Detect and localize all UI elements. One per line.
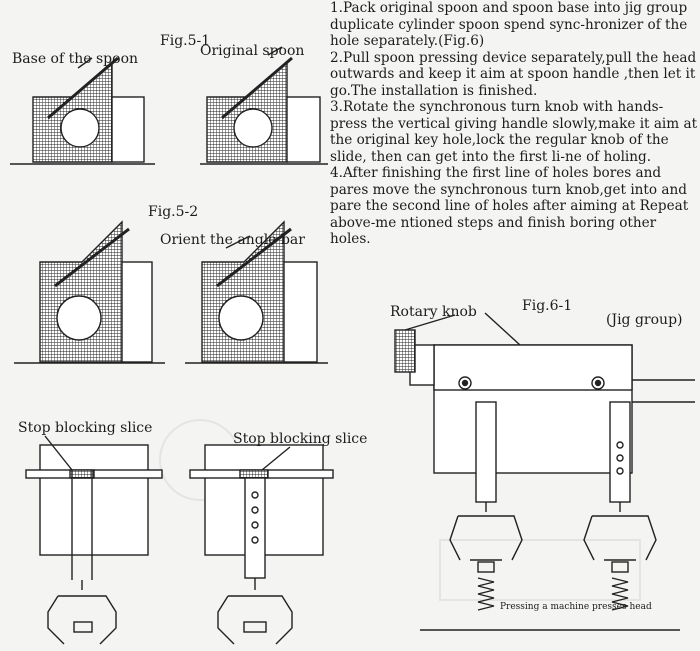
fig-5-1-left xyxy=(10,56,155,165)
base-of-spoon-label: Base of the spoon xyxy=(12,51,139,67)
fig-5-2-left xyxy=(14,220,165,364)
jig-group-label: (Jig group) xyxy=(606,312,683,328)
fig-5-2-right xyxy=(185,220,328,364)
stop-slice-right xyxy=(189,444,334,645)
fig-5-2-caption: Fig.5-2 xyxy=(148,204,199,220)
fig-5-1-caption: Fig.5-1 xyxy=(160,33,211,49)
fig-5-1-right xyxy=(200,46,328,165)
step-3: 3.Rotate the synchronous turn knob with … xyxy=(330,99,698,165)
step-1: 1.Pack original spoon and spoon base int… xyxy=(330,0,688,49)
stop-blocking-slice-label-2: Stop blocking slice xyxy=(233,431,368,447)
fig-6-1-jig xyxy=(394,312,695,631)
orient-angle-bar-label: Orient the angle bar xyxy=(160,232,305,248)
pressing-head-label: Pressing a machine presses head xyxy=(500,602,652,612)
original-spoon-label: Original spoon xyxy=(200,43,305,59)
stop-blocking-slice-label: Stop blocking slice xyxy=(18,420,153,436)
stop-slice-left xyxy=(25,435,163,645)
rotary-knob-label: Rotary knob xyxy=(390,304,477,320)
step-4: 4.After finishing the first line of hole… xyxy=(330,165,689,247)
fig-6-1-caption: Fig.6-1 xyxy=(522,298,573,314)
instruction-steps: 1.Pack original spoon and spoon base int… xyxy=(330,0,698,248)
step-2: 2.Pull spoon pressing device separately,… xyxy=(330,49,697,99)
